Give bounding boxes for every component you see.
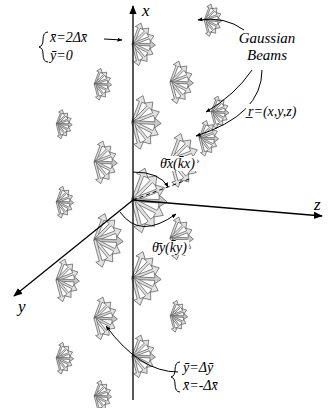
beam-arrow — [170, 82, 179, 104]
leader-line — [106, 326, 178, 372]
gaussian-beam — [199, 121, 219, 157]
leader-line — [198, 19, 244, 30]
gaussian-beam — [132, 96, 161, 150]
theta-x-arc — [133, 172, 168, 187]
grid-index-label: x̄=2Δx̄ — [50, 30, 87, 45]
gaussian-beam — [170, 300, 187, 332]
beam-arrow — [94, 84, 101, 100]
beam-arrow — [204, 20, 211, 37]
beam-direction-line — [133, 178, 192, 200]
grid-index-label: ȳ=0 — [50, 48, 73, 63]
axis-label: y — [18, 298, 26, 317]
axis-label: x — [142, 2, 150, 21]
callout-label: Gaussian Beams — [236, 30, 298, 63]
gaussian-beam — [56, 110, 72, 139]
gaussian-beam — [132, 252, 161, 306]
beam-arrow — [56, 202, 63, 218]
angle-label: θ̄y(k̄y) — [150, 240, 189, 255]
gaussian-beam — [56, 186, 73, 218]
brace — [171, 362, 180, 392]
beam-arrow — [94, 240, 106, 268]
beam-arrow — [94, 396, 101, 408]
gaussian-beam — [56, 342, 73, 374]
x-axis — [132, 6, 133, 400]
axis-label: z — [314, 196, 321, 215]
leader-line — [196, 70, 262, 136]
gaussian-beam — [56, 259, 79, 302]
gaussian-beam — [94, 380, 111, 408]
gaussian-beam — [94, 141, 117, 184]
gaussian-beam — [94, 297, 117, 340]
y-axis — [14, 200, 133, 296]
beam-arrow — [94, 318, 103, 340]
beam-arrow — [170, 316, 177, 332]
gaussian-beam — [170, 61, 193, 104]
grid-index-label: ȳ=Δȳ — [183, 360, 213, 375]
beam-arrow — [56, 280, 65, 302]
angle-label: θ̄x(k̄x) — [158, 156, 197, 171]
theta-y-arc — [120, 212, 176, 227]
gaussian-beam — [94, 214, 123, 268]
beam-arrow — [94, 162, 103, 184]
z-axis — [133, 200, 322, 216]
brace — [39, 32, 48, 62]
beam-arrow — [56, 124, 62, 139]
beam-arrow — [199, 138, 207, 156]
gaussian-beam — [132, 23, 155, 66]
gaussian-beam — [94, 68, 111, 100]
grid-index-label: x̄=-Δx̄ — [183, 378, 218, 393]
position-vector-label: r̲=(x,y,z) — [246, 104, 298, 119]
beam-arrow — [56, 358, 63, 374]
leader-line — [104, 39, 122, 40]
